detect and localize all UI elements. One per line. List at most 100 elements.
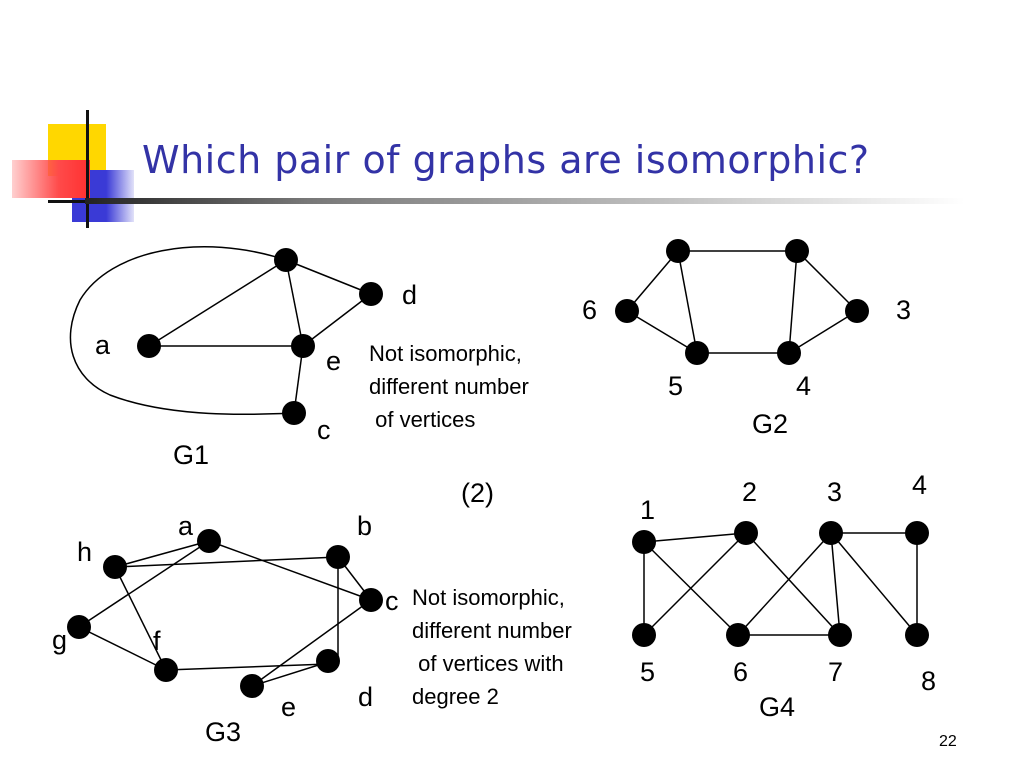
g2-label-3: 3 [896,295,912,325]
g1-edge [285,259,304,347]
g3-node-d [316,649,340,673]
g1-nodes [137,248,383,425]
g4-node-8 [905,623,929,647]
g2-edge [796,250,858,312]
g3-label-b: b [357,511,373,541]
graph-g1 [69,246,372,416]
slide-title: Which pair of graphs are isomorphic? [142,138,870,182]
g1-node-a [137,334,161,358]
g2-node-top-left [666,239,690,263]
g4-node-7 [828,623,852,647]
g3-node-f [154,658,178,682]
g2-edge [626,310,698,354]
logo-vertical-line [86,110,89,228]
g4-label-2: 2 [742,477,758,507]
g3-nodes [67,529,383,698]
g3-edge [114,556,339,568]
g2-node-top-right [785,239,809,263]
pair-label: (2) [461,478,494,508]
g4-name: G4 [759,692,796,722]
g3-edge [114,566,167,671]
g4-label-3: 3 [827,477,843,507]
g1-edge [285,259,372,295]
g2-label-6: 6 [582,295,598,325]
g4-nodes [632,521,929,647]
g1-label-d: d [402,280,418,310]
g2-node-3 [845,299,869,323]
g4-edge [643,532,747,636]
g3-edge [208,540,372,601]
g4-node-1 [632,530,656,554]
logo-horizontal-line [48,200,108,203]
g1-node-c [282,401,306,425]
g4-label-7: 7 [828,657,844,687]
g2-node-5 [685,341,709,365]
g3-node-g [67,615,91,639]
g2-edge [788,250,798,354]
logo-red-bar [12,160,90,198]
g2-edge [677,250,698,354]
g1-label-e: e [326,346,342,376]
g4-label-8: 8 [921,666,937,696]
g1-edge [148,259,287,347]
slide-logo [12,110,142,230]
g1-curved-edge [69,246,295,416]
g3-edge [251,661,329,687]
g3-label-d: d [358,682,374,712]
g1-edge [302,293,372,347]
g2-label-5: 5 [668,371,684,401]
g4-label-4: 4 [912,470,928,500]
g3-label-c: c [385,586,399,616]
g4-node-6 [726,623,750,647]
g2-name: G2 [752,409,789,439]
g3-node-c [359,588,383,612]
g4-node-5 [632,623,656,647]
g3-edge [78,540,210,628]
g3-node-a [197,529,221,553]
g3-edge [251,599,372,687]
graph-g4 [643,532,918,636]
g3-label-f: f [153,626,161,656]
title-underline [85,198,965,204]
g2-nodes [615,239,869,365]
note-not-isomorphic-degree: Not isomorphic, different number of vert… [412,585,572,709]
g3-name: G3 [205,717,242,747]
g3-label-h: h [77,537,93,567]
g3-edge [114,540,210,568]
g2-label-4: 4 [796,371,812,401]
g1-node-top [274,248,298,272]
g3-edge [78,626,167,671]
g4-label-5: 5 [640,657,656,687]
g4-edge [830,532,918,636]
g4-edge [643,532,747,543]
g4-edge [737,532,832,636]
g3-label-g: g [52,625,68,655]
note-not-isomorphic-vertices: Not isomorphic, different number of vert… [369,341,529,432]
g2-edge [788,310,858,354]
g1-label-a: a [95,330,111,360]
g1-name: G1 [173,440,210,470]
g3-node-b [326,545,350,569]
g2-node-4 [777,341,801,365]
g4-edge [745,532,841,636]
g3-node-h [103,555,127,579]
g4-node-3 [819,521,843,545]
g3-node-e [240,674,264,698]
graph-g2 [626,250,858,354]
g3-edge [165,663,329,671]
g1-node-e [291,334,315,358]
g2-node-6 [615,299,639,323]
g4-node-2 [734,521,758,545]
graph-g3 [78,540,372,687]
g4-edge [830,532,841,636]
g2-edge [626,250,679,312]
g3-label-e: e [281,692,297,722]
page-number: 22 [939,733,957,750]
g4-label-1: 1 [640,495,656,525]
g4-node-4 [905,521,929,545]
g3-label-a: a [178,511,194,541]
g4-label-6: 6 [733,657,749,687]
g1-label-c: c [317,415,331,445]
g1-node-d [359,282,383,306]
